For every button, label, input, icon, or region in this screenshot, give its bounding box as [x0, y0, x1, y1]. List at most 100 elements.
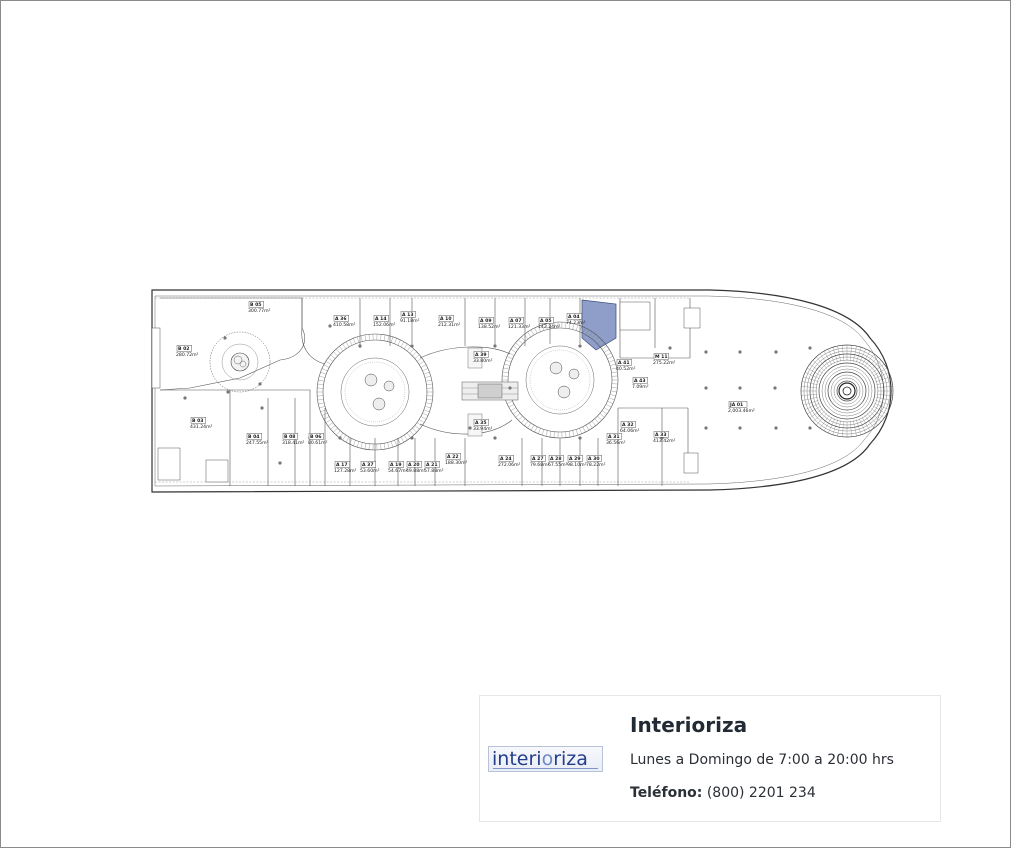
unit-code: A 39 [475, 352, 487, 358]
column-8 [668, 346, 672, 350]
column-12 [808, 346, 812, 350]
unit-code: B 06 [310, 434, 322, 440]
unit-code: A 09 [480, 318, 492, 324]
unit-area: 318.41m² [282, 440, 305, 446]
column-17 [410, 436, 414, 440]
unit-area: 413.42m² [653, 438, 676, 444]
column-19 [578, 436, 582, 440]
column-0 [223, 336, 227, 340]
company-title: Interioriza [630, 713, 748, 737]
unit-code: A 21 [426, 462, 438, 468]
right-rotunda [800, 344, 894, 438]
unit-ja-01[interactable]: JA 012,003.46m² [728, 401, 755, 414]
atrium-1 [316, 333, 434, 451]
column-29 [468, 426, 472, 430]
unit-area: 33.80m² [473, 358, 493, 364]
column-10 [738, 350, 742, 354]
unit-area: 152.06m² [373, 322, 396, 328]
unit-code: A 22 [447, 454, 459, 460]
column-4 [358, 344, 362, 348]
unit-code: A 07 [510, 318, 522, 324]
interioriza-logo[interactable]: interioriza [488, 746, 603, 772]
unit-code: B 02 [178, 346, 190, 352]
column-5 [410, 344, 414, 348]
unit-code: A 31 [608, 434, 620, 440]
unit-a-43[interactable]: A 437.09m² [632, 377, 649, 390]
column-2 [258, 382, 262, 386]
unit-area: 121.33m² [508, 324, 531, 330]
unit-area: 64.06m² [620, 428, 640, 434]
logo-text-part1: interi [492, 748, 542, 770]
left-lower-wall [160, 389, 311, 486]
column-6 [493, 344, 497, 348]
unit-area: 431.24m² [190, 424, 213, 430]
unit-code: M 11 [655, 354, 668, 360]
column-23 [774, 426, 778, 430]
unit-area: 127.28m² [334, 468, 357, 474]
unit-code: A 13 [402, 312, 414, 318]
column-16 [338, 436, 342, 440]
unit-code: A 29 [569, 456, 581, 462]
logo-text-part3: riza [553, 748, 588, 770]
unit-code: A 17 [336, 462, 348, 468]
unit-area: 275.22m² [653, 360, 676, 366]
phone-label: Teléfono: [630, 785, 703, 801]
column-30 [508, 386, 512, 390]
service-blocks [151, 301, 701, 483]
column-27 [773, 386, 777, 390]
column-18 [493, 436, 497, 440]
unit-area: 247.55m² [246, 440, 269, 446]
unit-area: 91.18m² [400, 318, 420, 324]
phone-value[interactable]: (800) 2201 234 [706, 785, 816, 801]
columns [183, 324, 812, 465]
unit-area: 7.09m² [632, 384, 649, 390]
left-plaza [209, 331, 271, 393]
column-24 [808, 426, 812, 430]
unit-code: A 32 [622, 422, 634, 428]
highlighted-unit[interactable] [581, 299, 617, 351]
unit-code: A 19 [390, 462, 402, 468]
unit-code: JA 01 [729, 402, 743, 408]
info-card: interioriza Interioriza Lunes a Domingo … [479, 695, 941, 822]
logo-text-part2: o [541, 748, 554, 770]
column-7 [578, 344, 582, 348]
unit-code: B 08 [284, 434, 296, 440]
unit-area: 53.60m² [360, 468, 380, 474]
unit-area: 138.52m² [478, 324, 501, 330]
